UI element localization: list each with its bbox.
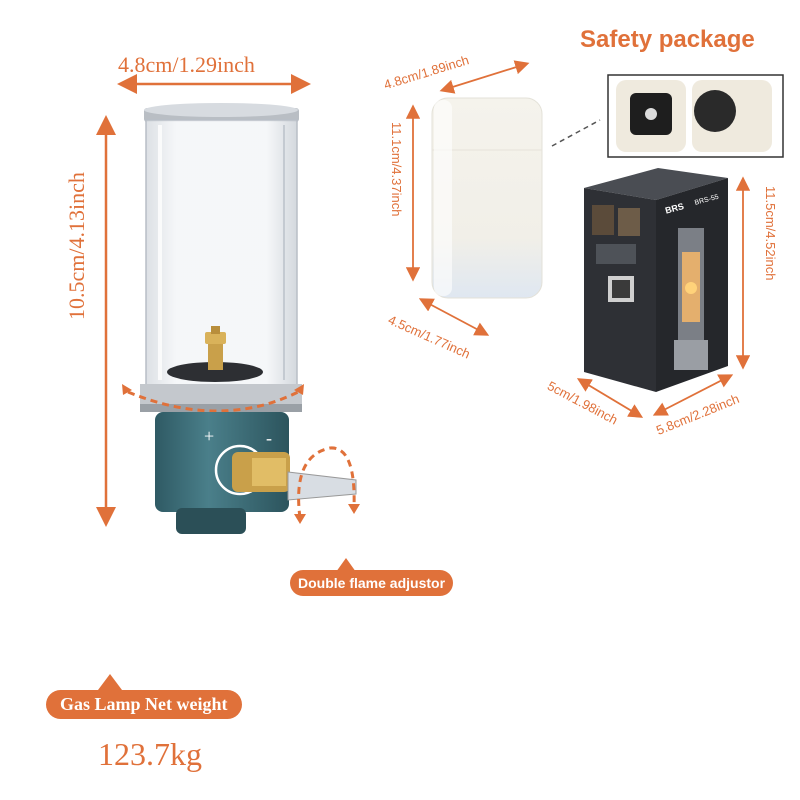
- case-width-arrow: [439, 60, 530, 94]
- box-height-label: 11.5cm/4.52inch: [763, 186, 778, 281]
- weight-label: Gas Lamp Net weight: [46, 690, 242, 719]
- safety-package-title: Safety package: [580, 26, 755, 53]
- safety-package-image: [607, 74, 784, 158]
- gas-lamp-illustration: [122, 103, 360, 534]
- plus-sign: +: [204, 426, 215, 446]
- case-depth-arrow: [418, 298, 490, 336]
- box-depth-arrow: [576, 378, 644, 418]
- storage-case-illustration: [431, 97, 543, 299]
- adjustor-label: Double flame adjustor: [290, 570, 454, 596]
- minus-sign: -: [266, 428, 272, 448]
- lamp-width-label: 4.8cm/1.29inch: [118, 52, 255, 77]
- product-box-illustration: [584, 168, 728, 392]
- weight-value: 123.7kg: [98, 736, 202, 772]
- weight-pointer: [98, 674, 122, 690]
- lamp-height-label: 10.5cm/4.13inch: [64, 172, 89, 320]
- adjustor-pointer: [336, 558, 356, 572]
- case-height-label: 11.1cm/4.37inch: [389, 122, 404, 217]
- safety-connector-line: [551, 119, 601, 147]
- box-width-arrow: [652, 374, 734, 416]
